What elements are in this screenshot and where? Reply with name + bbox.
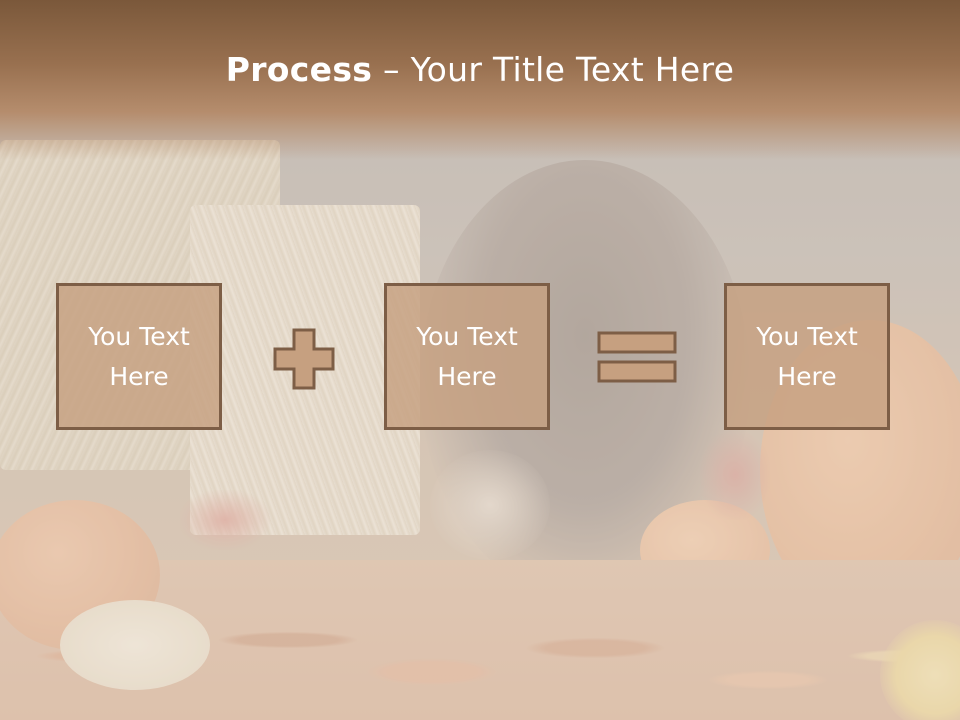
plus-icon — [273, 328, 335, 390]
process-box-3[interactable]: You Text Here — [724, 283, 890, 430]
title-bold-part: Process — [225, 50, 373, 89]
red-leaf-left — [180, 490, 270, 550]
puppy-paw — [430, 450, 550, 560]
process-box-1-text: You Text Here — [88, 321, 190, 391]
process-box-3-text: You Text Here — [756, 321, 858, 391]
title-band — [0, 0, 960, 160]
title-regular-part: – Your Title Text Here — [372, 50, 735, 89]
process-box-1[interactable]: You Text Here — [56, 283, 222, 430]
process-box-2[interactable]: You Text Here — [384, 283, 550, 430]
red-leaf-right — [700, 430, 770, 520]
equals-icon — [597, 331, 677, 383]
white-gourd — [60, 600, 210, 690]
process-box-2-text: You Text Here — [416, 321, 518, 391]
slide-title[interactable]: Process – Your Title Text Here — [0, 50, 960, 89]
